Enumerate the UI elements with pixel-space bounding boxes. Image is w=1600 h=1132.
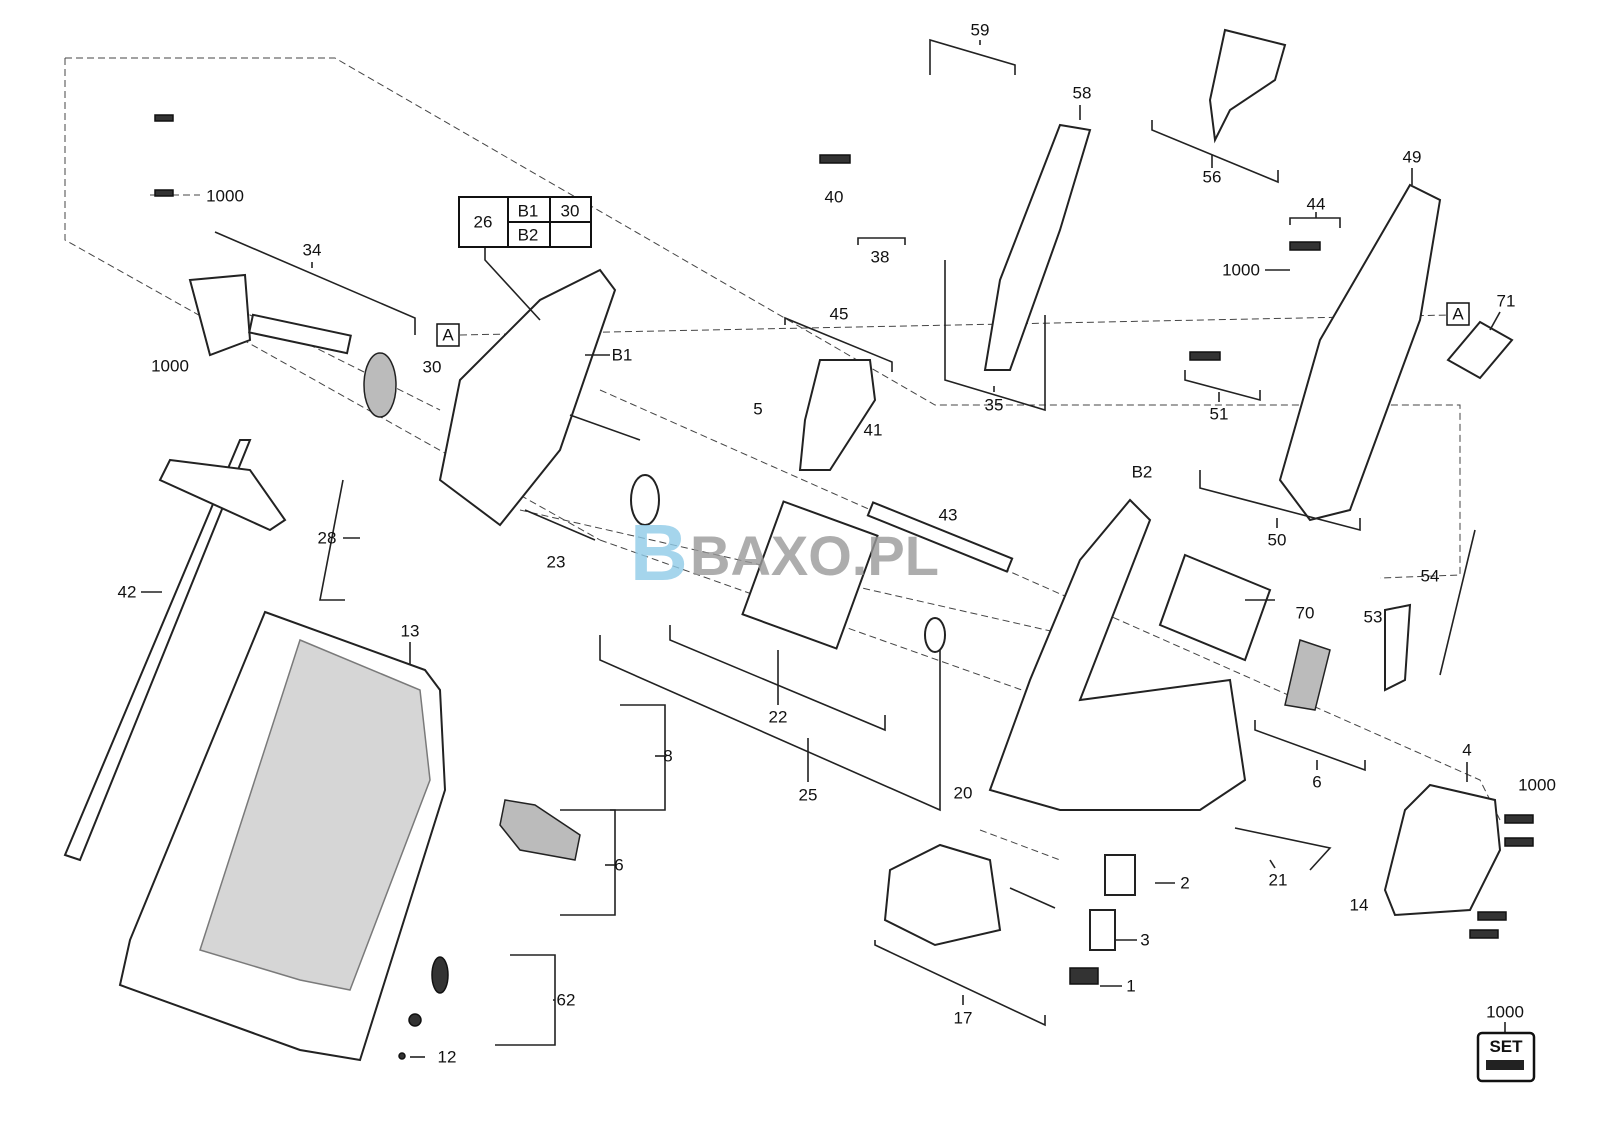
label-70	[1158, 553, 1272, 662]
lower-guard	[983, 123, 1092, 371]
parts	[63, 28, 1534, 1062]
knob-cover	[883, 843, 1002, 947]
callout-23: 23	[547, 553, 566, 572]
ref-box-a	[436, 323, 460, 347]
callout-70: 70	[1296, 604, 1315, 623]
set-label: SET	[1489, 1037, 1523, 1056]
gear	[363, 352, 397, 418]
callout-6: 6	[1312, 773, 1321, 792]
callout-28: 28	[318, 529, 337, 548]
callout-3: 3	[1140, 931, 1149, 950]
end-cover	[1383, 783, 1502, 917]
power-cable	[1439, 529, 1476, 676]
callout-1000: 1000	[1486, 1003, 1524, 1022]
callout-17: 17	[954, 1009, 973, 1028]
bearing	[630, 474, 660, 526]
callout-1: 1	[1126, 977, 1135, 996]
dust-port	[1208, 28, 1287, 144]
motor-housing-b1	[438, 268, 617, 527]
callout-21: 21	[1269, 871, 1288, 890]
watermark: B BAXO.PL	[630, 508, 939, 597]
callout-4: 4	[1462, 741, 1471, 760]
callout-41: 41	[864, 421, 883, 440]
cable-sleeve	[1384, 603, 1412, 692]
callout-40: 40	[825, 188, 844, 207]
knob-2	[1104, 854, 1136, 896]
callout-34: 34	[303, 241, 322, 260]
callout-30: 30	[423, 358, 442, 377]
callout-14: 14	[1350, 896, 1369, 915]
stator	[741, 500, 879, 650]
label-71	[1446, 320, 1514, 380]
callout-44: 44	[1307, 195, 1326, 214]
callout-30: 30	[561, 202, 580, 221]
shaft-43	[866, 501, 1014, 573]
bevel-lever	[499, 799, 581, 861]
callout-71: 71	[1497, 292, 1516, 311]
callout-8: 8	[663, 747, 672, 766]
callout-1000: 1000	[1518, 776, 1556, 795]
watermark-logo: B	[630, 508, 688, 597]
flange	[188, 273, 252, 357]
callout-25: 25	[799, 786, 818, 805]
switch	[798, 359, 877, 471]
callout-49: 49	[1403, 148, 1422, 167]
callout-35: 35	[985, 396, 1004, 415]
hex-key	[1234, 827, 1332, 871]
callout-b2: B2	[1132, 463, 1153, 482]
callout-43: 43	[939, 506, 958, 525]
callout-59: 59	[971, 21, 990, 40]
callout-b2: B2	[518, 226, 539, 245]
callout-2: 2	[1180, 874, 1189, 893]
callout-58: 58	[1073, 84, 1092, 103]
callout-5: 5	[753, 400, 762, 419]
callout-a: A	[442, 326, 454, 345]
callout-1000: 1000	[151, 357, 189, 376]
ref-box-a	[1446, 302, 1470, 326]
blade-guard	[1278, 183, 1442, 522]
callout-a: A	[1452, 305, 1464, 324]
watermark-text: BAXO.PL	[690, 524, 939, 587]
callout-12: 12	[438, 1048, 457, 1067]
callout-42: 42	[118, 583, 137, 602]
set-icon: SET	[1476, 1031, 1536, 1083]
callout-45: 45	[830, 305, 849, 324]
callout-54: 54	[1421, 567, 1440, 586]
reference-table	[458, 196, 592, 248]
callout-26: 26	[474, 213, 493, 232]
motor-housing-b2	[988, 498, 1247, 811]
callout-13: 13	[401, 622, 420, 641]
callout-50: 50	[1268, 531, 1287, 550]
callout-22: 22	[769, 708, 788, 727]
callout-53: 53	[1364, 608, 1383, 627]
callout-b1: B1	[518, 202, 539, 221]
callout-62: 62	[557, 991, 576, 1010]
callout-1000: 1000	[1222, 261, 1260, 280]
leader-lines	[141, 38, 1506, 1058]
callout-b1: B1	[612, 346, 633, 365]
callout-1000: 1000	[206, 187, 244, 206]
callout-6: 6	[614, 856, 623, 875]
callout-56: 56	[1203, 168, 1222, 187]
callout-51: 51	[1210, 405, 1229, 424]
callout-20: 20	[954, 784, 973, 803]
callout-38: 38	[871, 248, 890, 267]
parallel-guide	[63, 439, 252, 862]
